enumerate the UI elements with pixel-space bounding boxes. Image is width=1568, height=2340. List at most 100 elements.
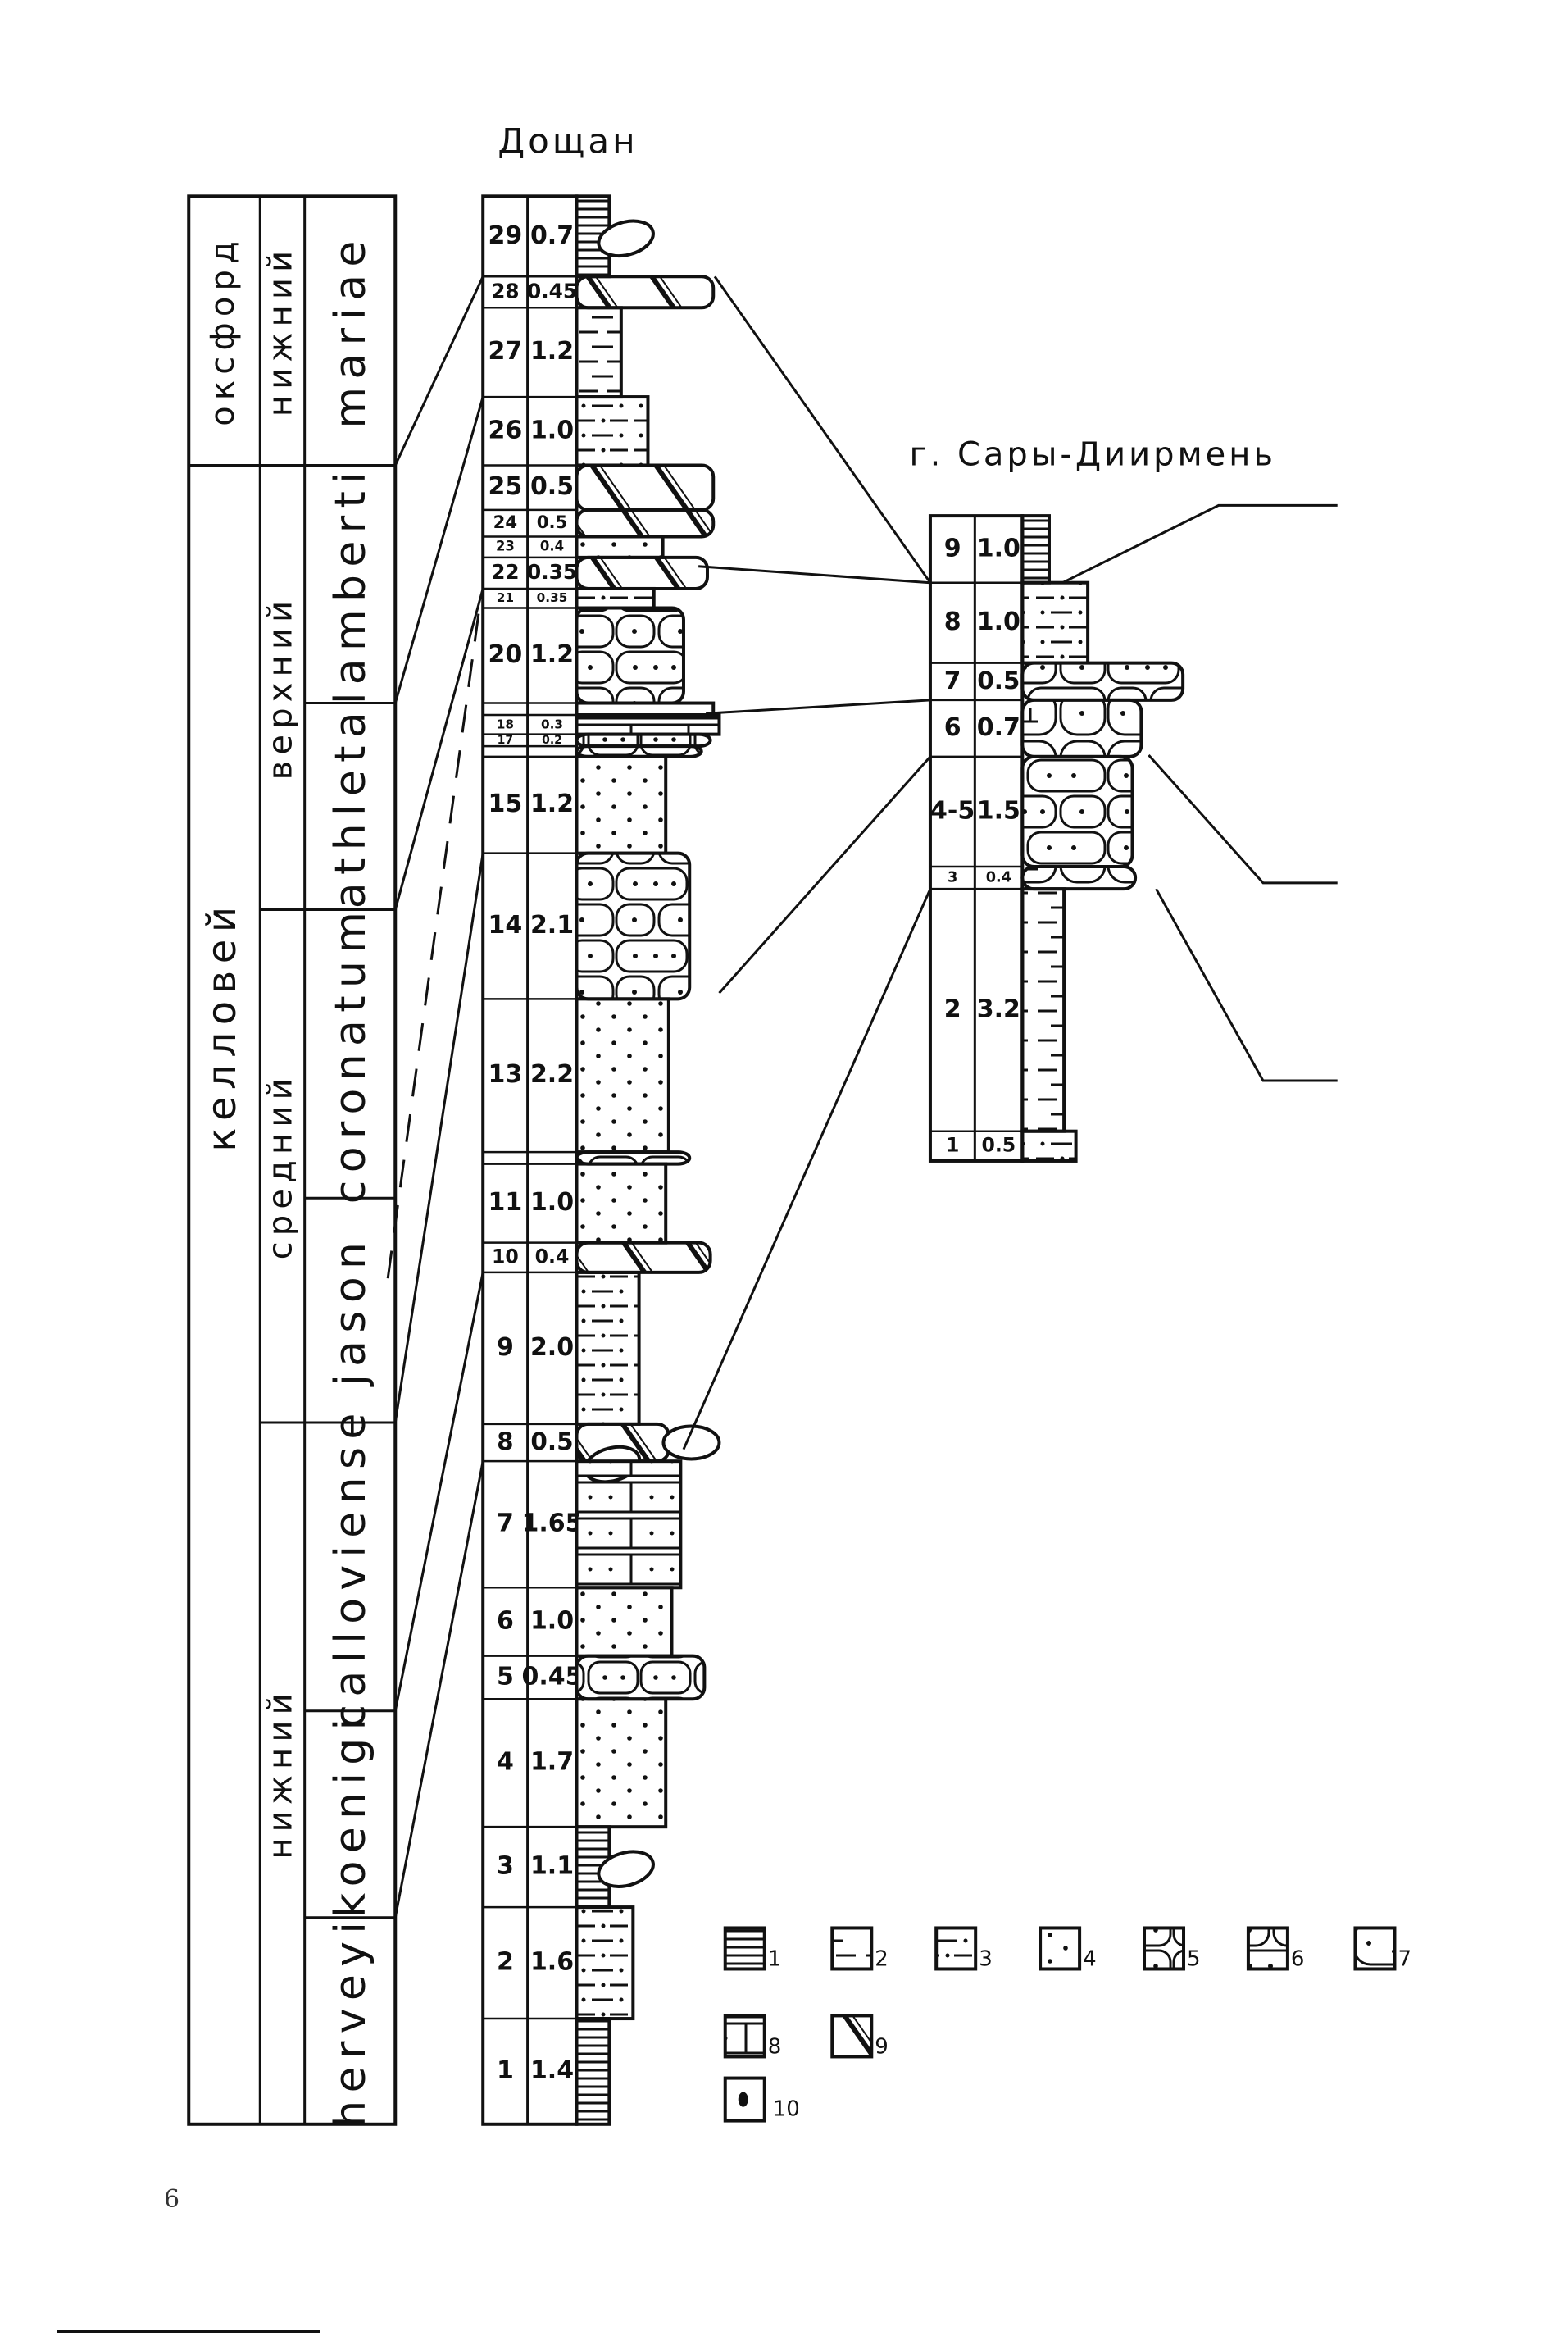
bed-thickness: 1.0 [977,608,1020,636]
bed-number: 17 [498,734,513,747]
bed-number: 22 [491,560,519,584]
bed-thickness: 1.6 [530,1948,574,1977]
legend-label: 8 [768,2034,782,2059]
zone-label: koenigi [326,1711,375,1918]
lithology-4 [575,997,670,1154]
bed-thickness: 0.5 [537,512,568,533]
zone-label: lamberti [326,464,375,704]
lithology-3 [575,1905,635,2021]
bed-row [483,701,716,717]
correlation-line [393,588,484,910]
bed-thickness: 1.5 [977,796,1020,825]
zone-label: jason [326,1235,375,1387]
bed-thickness: 0.4 [540,539,564,554]
zone-label: athleta [326,704,375,908]
bed-thickness: 1.0 [977,534,1020,562]
correlation-line [706,699,931,715]
legend-label: 10 [773,2097,800,2122]
bed-thickness: 1.0 [530,1188,574,1217]
lithology-8 [575,713,721,736]
correlation-line [682,888,932,1450]
legend-swatch [723,2014,766,2059]
bed-thickness: 1.2 [530,790,574,818]
legend-item: 7 [1353,1926,1411,1971]
correlation-line [1155,888,1338,1082]
bed-number: 21 [497,590,514,605]
zone-label: herveyi [326,1914,375,2128]
bed-number: 5 [497,1662,514,1691]
lithology-9 [575,508,716,539]
bed-thickness: 2.2 [530,1060,574,1089]
bed-thickness: 0.5 [977,667,1020,694]
bed-number: 9 [944,534,961,562]
zone-label: mariae [326,233,375,428]
stratigraphic-scale: оксфордкелловейнижнийверхнийсреднийнижни… [187,194,398,2128]
bed-number: 26 [489,416,523,444]
lithology-3 [575,395,650,467]
bed-number: 8 [497,1427,514,1455]
correlation-lines [386,275,1338,1919]
concretion-icon [661,1424,721,1461]
lithology-4 [575,1162,668,1245]
bed-thickness: 0.45 [527,279,577,303]
legend-item: 3 [934,1926,993,1971]
legend-item: 9 [830,2014,889,2059]
lithology-9 [575,1241,712,1274]
lithology-2 [575,306,623,399]
bed-row [483,1150,692,1166]
legend-swatch [830,2014,874,2059]
correlation-line [393,275,484,467]
bed-number: 9 [497,1333,514,1362]
bed-thickness: 0.4 [535,1245,570,1268]
substage-label: нижний [261,1687,299,1860]
legend-swatch [1353,1926,1397,1971]
concretion-icon [597,1850,655,1888]
bed-thickness: 1.7 [530,1748,574,1777]
lithology-3 [1020,1129,1078,1163]
bed-number: 23 [496,539,515,554]
bed-number: 1 [497,2056,514,2085]
correlation-line [393,396,484,703]
legend-swatch [1039,1926,1082,1971]
legend-label: 2 [875,1946,889,1971]
bed-number: 28 [491,279,519,303]
legend-item: 8 [723,2014,782,2059]
bed-number: 20 [489,640,523,669]
lithology-1 [1020,514,1051,585]
lithology-6 [575,851,692,1001]
bed-thickness: 2.1 [530,911,574,940]
lithology-3 [575,1270,641,1426]
correlation-line [393,853,484,1423]
bed-number: 27 [489,337,523,366]
legend-swatch [934,1926,978,1971]
lithology-6 [575,606,685,705]
legend-swatch [1246,1926,1289,1971]
bed-thickness: 1.2 [530,640,574,669]
legend-item: 2 [830,1926,889,1971]
bed-number: 6 [497,1606,514,1635]
section-title: г. Сары-Диирмень [910,435,1276,473]
